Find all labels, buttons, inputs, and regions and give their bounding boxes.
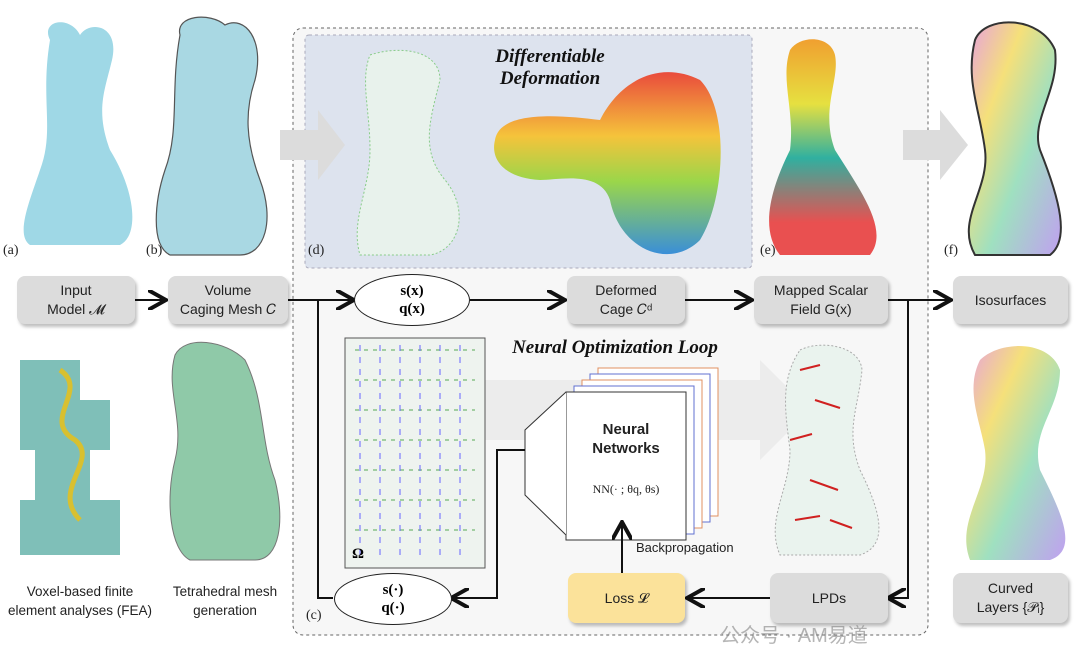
omega-panel bbox=[344, 337, 486, 569]
lpd-red-arrows bbox=[789, 364, 853, 529]
fea-voxel-image bbox=[20, 360, 120, 555]
cage-model-image bbox=[155, 16, 268, 256]
label-c: (c) bbox=[306, 608, 322, 623]
frame-field-image bbox=[356, 49, 460, 256]
curved-layers-image bbox=[966, 346, 1066, 560]
label-b: (b) bbox=[146, 243, 163, 258]
label-f: (f) bbox=[944, 243, 958, 258]
scalar-field-image bbox=[769, 39, 877, 256]
label-a: (a) bbox=[3, 243, 19, 258]
label-e: (e) bbox=[760, 243, 776, 258]
isosurfaces-box: Isosurfaces bbox=[953, 276, 1068, 324]
input-model-image bbox=[23, 22, 133, 246]
nn-formula: NN(· ; θq, θs) bbox=[592, 482, 660, 496]
grey-arrow-right bbox=[903, 110, 968, 180]
grey-arrow-left bbox=[280, 110, 345, 180]
label-d: (d) bbox=[308, 243, 325, 258]
backpropagation-label: Backpropagation bbox=[636, 540, 734, 555]
watermark: 公众号 · AM易道 bbox=[720, 625, 868, 647]
deformed-cage-image bbox=[494, 72, 721, 255]
differentiable-deformation-title: Differentiable Deformation bbox=[495, 46, 605, 89]
loss-box: Loss 𝓛 bbox=[568, 573, 685, 623]
neural-network-stack bbox=[524, 367, 719, 541]
fea-stress-lines bbox=[58, 367, 85, 522]
lpd-image bbox=[774, 344, 880, 556]
omega-label: Ω bbox=[352, 546, 365, 562]
tet-mesh-image bbox=[169, 341, 281, 561]
sq-x-ellipse: s(x)q(x) bbox=[354, 274, 470, 326]
lpds-box: LPDs bbox=[770, 573, 888, 623]
sq-dot-ellipse: s(·)q(·) bbox=[334, 573, 452, 625]
neural-optimization-loop-title: Neural Optimization Loop bbox=[512, 337, 718, 358]
isosurface-image bbox=[967, 21, 1062, 256]
